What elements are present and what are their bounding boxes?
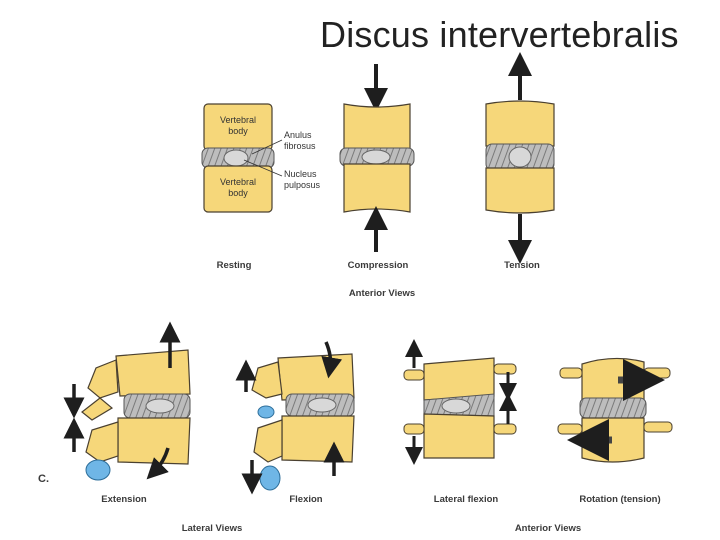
compression-figure: Compression Anterior Views bbox=[339, 64, 415, 299]
tension-figure: Tension bbox=[485, 52, 555, 271]
caption-anterior-views-bottom: Anterior Views bbox=[515, 523, 581, 534]
vertebral-body-bottom bbox=[203, 165, 273, 213]
caption-tension: Tension bbox=[504, 260, 540, 271]
label-vertebral-body-bottom-2: body bbox=[228, 188, 248, 198]
slide-title: Discus intervertebralis bbox=[320, 14, 679, 55]
label-vertebral-body-bottom-1: Vertebral bbox=[220, 177, 256, 187]
caption-lateral-views: Lateral Views bbox=[182, 523, 243, 534]
label-vertebral-body-top-1: Vertebral bbox=[220, 115, 256, 125]
label-nucleus-2: pulposus bbox=[284, 180, 321, 190]
extension-figure: Extension bbox=[63, 321, 191, 505]
resting-figure: Vertebral body Vertebral body Anulus fib… bbox=[201, 103, 321, 271]
flexion-figure: Flexion Lateral Views bbox=[182, 341, 355, 534]
caption-rotation: Rotation (tension) bbox=[579, 494, 660, 505]
lateral-flexion-figure: Lateral flexion bbox=[403, 339, 517, 505]
caption-extension: Extension bbox=[101, 494, 147, 505]
label-nucleus-1: Nucleus bbox=[284, 169, 317, 179]
label-anulus-2: fibrosus bbox=[284, 141, 316, 151]
caption-anterior-views-top: Anterior Views bbox=[349, 288, 415, 299]
nucleus-pulposus bbox=[223, 149, 249, 167]
caption-resting: Resting bbox=[217, 260, 252, 271]
caption-lateral-flexion: Lateral flexion bbox=[434, 494, 499, 505]
label-anulus-1: Anulus bbox=[284, 130, 312, 140]
caption-compression: Compression bbox=[348, 260, 409, 271]
panel-letter: C. bbox=[38, 473, 49, 485]
flexion-curve-arrow-icon bbox=[321, 341, 343, 379]
rotation-figure: Rotation (tension) Anterior Views bbox=[515, 357, 673, 534]
caption-flexion: Flexion bbox=[289, 494, 322, 505]
label-vertebral-body-top-2: body bbox=[228, 126, 248, 136]
extension-curve-arrow-icon bbox=[146, 447, 170, 480]
